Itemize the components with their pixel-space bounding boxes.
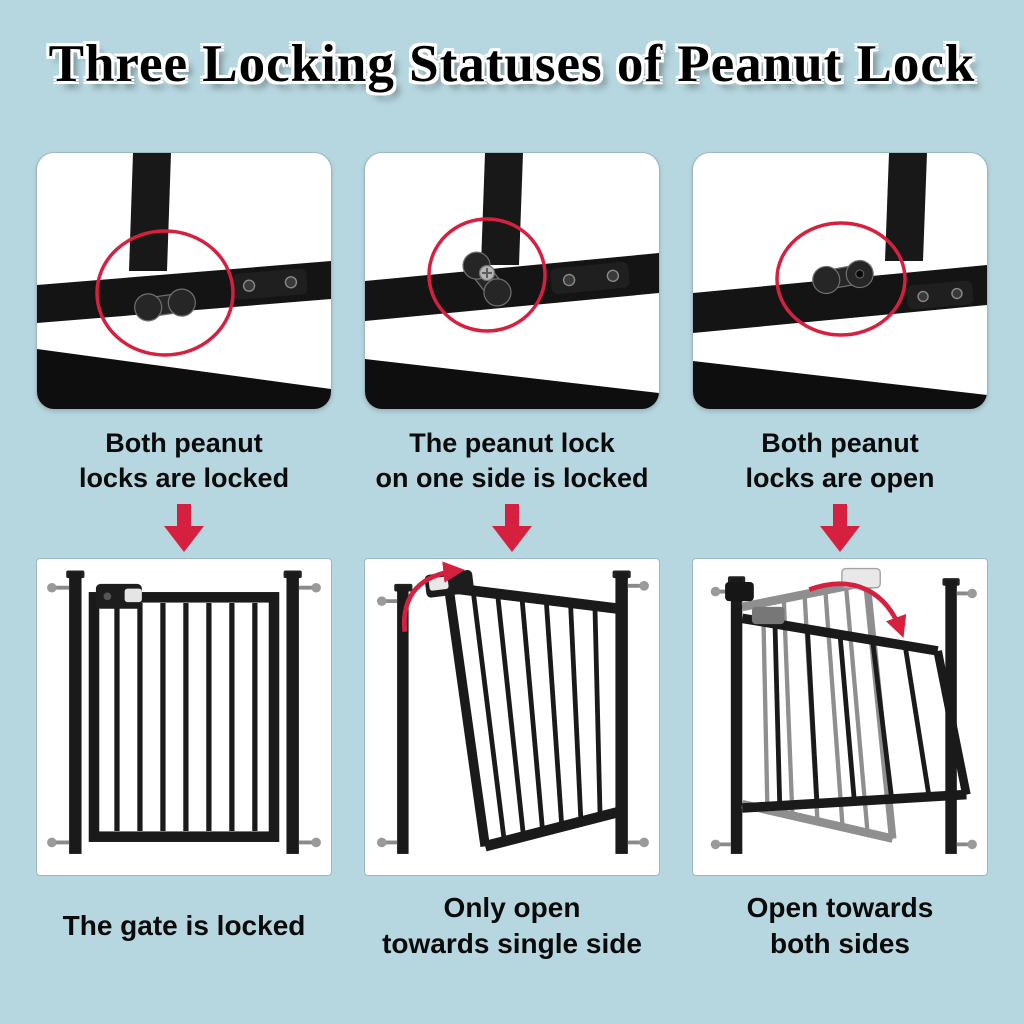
caption-line: both sides <box>769 928 910 959</box>
down-arrow-icon <box>364 500 660 558</box>
gate-post <box>129 153 171 271</box>
caption-line: Open towards <box>746 892 934 924</box>
gate-single-open-icon <box>376 561 649 854</box>
peanut-lock-closeup-open-icon <box>693 153 987 409</box>
caption-line: locks are locked <box>78 463 290 493</box>
closeup-photo-one-side-locked <box>364 152 660 410</box>
gate-post <box>885 153 927 261</box>
caption-single-open: Only open towards single side <box>364 890 660 962</box>
latch-catch <box>725 581 754 602</box>
caption-line: Both peanut <box>761 428 919 459</box>
gate-post-right <box>615 572 628 854</box>
caption-one-side-locked: The peanut lock on one side is locked <box>364 422 660 500</box>
column-both-locked: Both peanut locks are locked <box>36 152 332 962</box>
down-arrow-icon <box>36 500 332 558</box>
mount-plate <box>906 280 974 310</box>
column-both-open: Both peanut locks are open <box>692 152 988 962</box>
red-circle-annotation <box>427 217 547 333</box>
peanut-lock-closeup-half-icon <box>365 153 659 409</box>
caption-both-open: Both peanut locks are open <box>692 422 988 500</box>
gate-both-open-icon <box>710 567 977 854</box>
screw-head <box>478 264 496 282</box>
gate-post-left <box>69 572 82 854</box>
gate-rail <box>693 265 987 333</box>
swing-direction-arrow-icon <box>401 561 465 633</box>
gate-post <box>481 153 523 265</box>
caption-both-open-gate: Open towards both sides <box>692 890 988 962</box>
red-circle-annotation <box>95 229 235 357</box>
caption-gate-locked: The gate is locked <box>36 890 332 962</box>
gate-handle <box>95 583 142 609</box>
gate-bars <box>114 603 258 831</box>
gate-frame <box>88 592 280 842</box>
caption-both-locked: Both peanut locks are locked <box>36 422 332 500</box>
bottom-bar <box>365 359 659 409</box>
gate-handle-gray <box>751 606 785 625</box>
gate-locked-icon <box>47 570 321 854</box>
red-circle-annotation <box>775 221 907 337</box>
gate-post-left <box>397 585 409 854</box>
gate-post-left <box>730 578 743 854</box>
peanut-lock-locked <box>134 288 196 322</box>
mount-plate <box>232 268 308 300</box>
caption-line: towards single side <box>382 928 642 959</box>
caption-line: The gate is locked <box>62 910 306 942</box>
gate-illustration-single-open <box>364 558 660 876</box>
caption-line: Only open <box>443 892 581 924</box>
gate-illustration-both-open <box>692 558 988 876</box>
peanut-lock-closeup-locked-icon <box>37 153 331 409</box>
gate-door-open <box>424 570 621 852</box>
bottom-bar <box>693 361 987 409</box>
column-one-side-locked: The peanut lock on one side is locked <box>364 152 660 962</box>
caption-line: The peanut lock <box>409 428 615 459</box>
peanut-lock-open <box>812 259 874 295</box>
gate-bars <box>470 590 603 842</box>
mount-plate <box>550 261 630 295</box>
caption-line: Both peanut <box>105 428 263 459</box>
page-title: Three Locking Statuses of Peanut Lock <box>48 35 976 93</box>
caption-line: on one side is locked <box>375 463 649 493</box>
gate-door-open <box>741 606 971 813</box>
closeup-photo-both-locked <box>36 152 332 410</box>
bottom-bar <box>37 349 331 409</box>
gate-post-right <box>286 572 299 854</box>
closeup-photo-both-open <box>692 152 988 410</box>
caption-line: locks are open <box>745 463 935 493</box>
gate-illustration-locked <box>36 558 332 876</box>
down-arrow-icon <box>692 500 988 558</box>
swing-direction-arrow-icon <box>808 581 907 638</box>
